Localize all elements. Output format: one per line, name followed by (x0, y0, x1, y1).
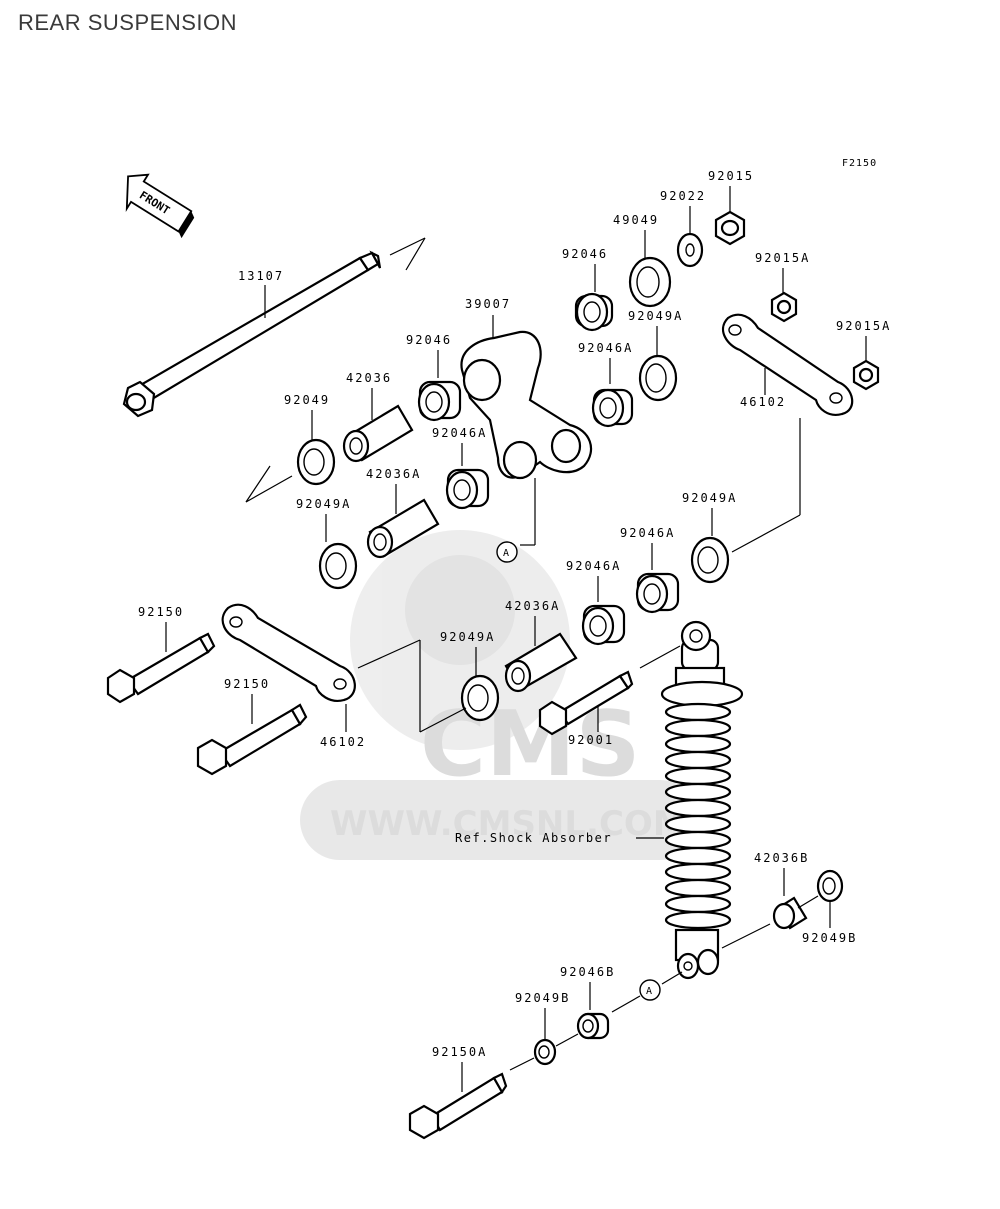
seal-92049A-upper (638, 354, 678, 402)
label-92049A-left: 92049A (296, 497, 351, 511)
bearing-92046A-mid (445, 468, 490, 510)
label-92049A-upper: 92049A (628, 309, 683, 323)
sleeve-42036 (342, 404, 414, 463)
watermark-url: WWW.CMSNL.COM (330, 804, 687, 844)
sleeve-42036B (772, 896, 808, 930)
label-42036A-lower: 42036A (505, 599, 560, 613)
tie-rod-right-part (722, 313, 854, 416)
label-49049: 49049 (613, 213, 659, 227)
bearing-92046B (576, 1012, 610, 1040)
seal-92049A-right (690, 536, 730, 584)
callout-a-lower: A (646, 986, 653, 997)
sleeve-42036A-lower (504, 632, 578, 693)
label-46102-right: 46102 (740, 395, 786, 409)
sleeve-42036A-upper (366, 498, 440, 559)
label-92046A-mid: 92046A (432, 426, 487, 440)
pivot-shaft-part (122, 250, 382, 418)
label-92046A-right1: 92046A (620, 526, 675, 540)
diagram-code: F2150 (842, 158, 877, 169)
spring-coil (664, 782, 732, 802)
label-92046A-right2: 92046A (566, 559, 621, 573)
label-92046-top: 92046 (562, 247, 608, 261)
bearing-92046A-right2 (581, 604, 626, 646)
label-46102-left: 46102 (320, 735, 366, 749)
front-arrow-icon: FRONT (125, 173, 195, 239)
spring-coil (664, 894, 732, 914)
washer-92022 (676, 232, 704, 268)
bearing-92046-top (574, 292, 614, 332)
spring-coil (664, 734, 732, 754)
tie-rod-left-part (221, 603, 356, 702)
spring-coil (664, 766, 732, 786)
bearing-92046A-right1 (635, 572, 680, 614)
watermark: CMS WWW.CMSNL.COM (300, 530, 700, 860)
label-92150-lower: 92150 (224, 677, 270, 691)
spring-coil (664, 830, 732, 850)
label-92049B-right: 92049B (802, 931, 857, 945)
seal-92049B-left (533, 1038, 557, 1066)
label-42036B: 42036B (754, 851, 809, 865)
label-92015A-lower: 92015A (836, 319, 891, 333)
label-92046-mid: 92046 (406, 333, 452, 347)
spring-coil (664, 814, 732, 834)
nut-92015A-lower (852, 359, 880, 391)
label-13107: 13107 (238, 269, 284, 283)
spring-coil (664, 702, 732, 722)
seal-49049 (628, 256, 672, 308)
label-92049: 92049 (284, 393, 330, 407)
label-92049A-lower: 92049A (440, 630, 495, 644)
label-92049A-right: 92049A (682, 491, 737, 505)
nut-92015A-upper (770, 291, 798, 323)
bolt-92150A (408, 1072, 508, 1140)
label-92015A-upper: 92015A (755, 251, 810, 265)
bolt-92150-lower (196, 703, 308, 776)
seal-92049B-right (816, 869, 844, 903)
label-92150-upper: 92150 (138, 605, 184, 619)
label-42036A-upper: 42036A (366, 467, 421, 481)
bearing-92046-mid (417, 380, 462, 422)
label-92049B-left: 92049B (515, 991, 570, 1005)
bolt-92150-upper (106, 632, 216, 704)
shock-spring (664, 702, 732, 930)
seal-92049A-left (318, 542, 358, 590)
bearing-92046A-upper (591, 388, 634, 428)
label-92022: 92022 (660, 189, 706, 203)
spring-coil (664, 910, 732, 930)
label-92150A: 92150A (432, 1045, 487, 1059)
spring-coil (664, 862, 732, 882)
spring-coil (664, 718, 732, 738)
shock-absorber-part (660, 620, 744, 980)
spring-coil (664, 798, 732, 818)
label-42036: 42036 (346, 371, 392, 385)
label-92001: 92001 (568, 733, 614, 747)
callout-a-upper: A (503, 548, 510, 559)
label-92046A-upper: 92046A (578, 341, 633, 355)
page-title: REAR SUSPENSION (18, 10, 237, 35)
label-92015-top: 92015 (708, 169, 754, 183)
seal-92049A-lower (460, 674, 500, 722)
seal-92049 (296, 438, 336, 486)
spring-coil (664, 846, 732, 866)
bolt-92001 (538, 670, 634, 736)
label-92046B: 92046B (560, 965, 615, 979)
watermark-logo: CMS (420, 692, 640, 797)
label-39007: 39007 (465, 297, 511, 311)
ref-shock-absorber-label: Ref.Shock Absorber (455, 831, 612, 845)
nut-92015 (714, 210, 746, 246)
spring-coil (664, 878, 732, 898)
rocker-arm-part (460, 330, 593, 480)
spring-coil (664, 750, 732, 770)
